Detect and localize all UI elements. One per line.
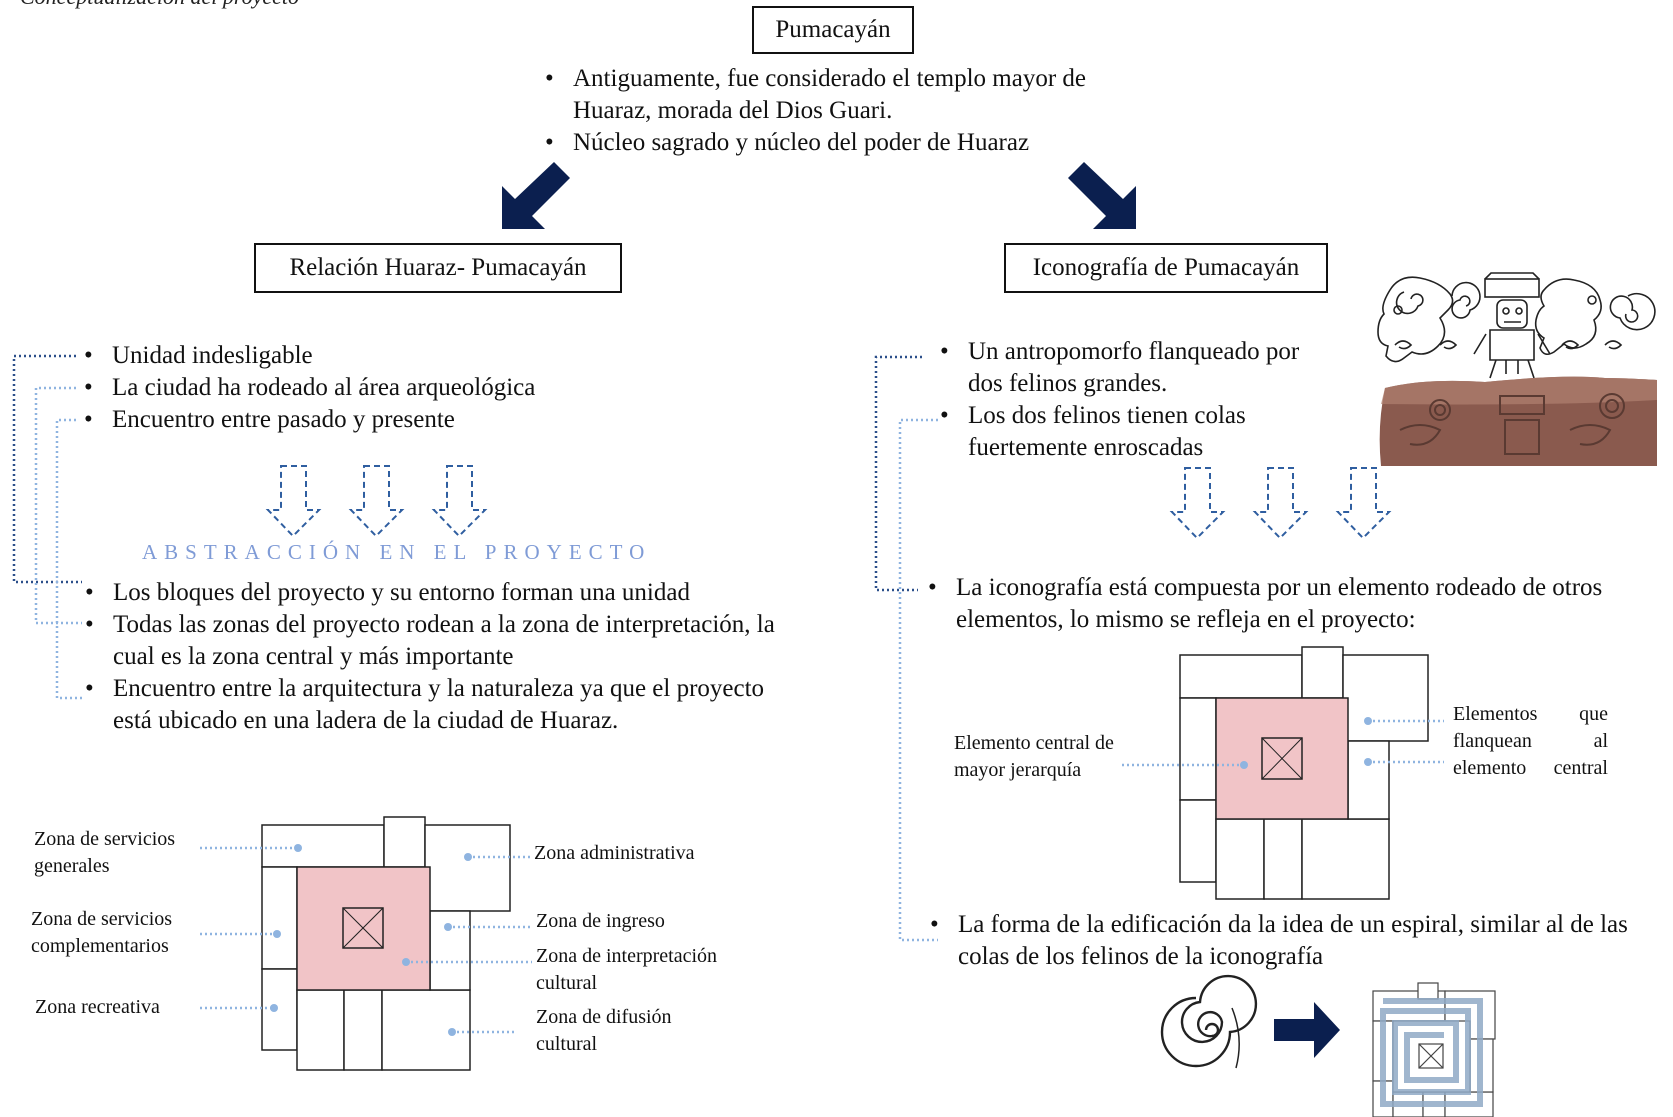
label-central-element: Elemento central de mayor jerarquía — [954, 732, 1114, 781]
label-flank-elements: Elementos que flanquean al elemento cent… — [1453, 703, 1608, 779]
label-ingreso: Zona de ingreso — [536, 910, 665, 932]
right-plan-leader-dots — [1240, 717, 1372, 769]
left-abstraction-arrows — [265, 465, 488, 538]
right-abstraction-arrows — [1169, 467, 1392, 540]
spiral-plan-drawing — [1372, 982, 1496, 1117]
label-administrativa: Zona administrativa — [534, 842, 695, 864]
label-difusion: Zona de difusión cultural — [536, 1006, 672, 1055]
spiral-transform-arrow — [1274, 1002, 1340, 1058]
list-item: Núcleo sagrado y núcleo del poder de Hua… — [543, 127, 1143, 159]
list-item: Unidad indesligable — [82, 340, 682, 372]
relacion-title-box: Relación Huaraz- Pumacayán — [254, 243, 622, 293]
right-top-bullets: Un antropomorfo flanqueado por dos felin… — [938, 336, 1338, 464]
arrow-right-down — [1068, 162, 1136, 229]
right-bottom-bullet: La forma de la edificación da la idea de… — [928, 909, 1633, 973]
list-item: Los dos felinos tienen colas fuertemente… — [938, 400, 1338, 464]
iconografia-title-box: Iconografía de Pumacayán — [1004, 243, 1328, 293]
stone-relief-image — [1379, 376, 1657, 466]
left-plan-leader-dots — [270, 844, 472, 1036]
arrow-left-down — [502, 162, 570, 229]
list-item: Encuentro entre la arquitectura y la nat… — [83, 673, 783, 737]
right-floor-plan — [1179, 646, 1429, 900]
list-item: La ciudad ha rodeado al área arqueológic… — [82, 372, 682, 404]
left-top-bullets: Unidad indesligable La ciudad ha rodeado… — [82, 340, 682, 436]
relacion-title: Relación Huaraz- Pumacayán — [289, 254, 587, 281]
left-bracket-outer — [12, 354, 82, 584]
right-plan-leaders — [1122, 719, 1444, 767]
label-recreativa: Zona recreativa — [35, 996, 160, 1018]
list-item: Antiguamente, fue considerado el templo … — [543, 63, 1143, 127]
left-floor-plan — [261, 816, 511, 1071]
list-item: Un antropomorfo flanqueado por dos felin… — [938, 336, 1338, 400]
pumacayan-title: Pumacayán — [775, 16, 891, 43]
right-bracket-lines — [874, 355, 938, 942]
list-item: La forma de la edificación da la idea de… — [928, 909, 1633, 973]
list-item: Los bloques del proyecto y su entorno fo… — [83, 577, 783, 609]
figure-caption: Conceptualización del proyecto — [20, 0, 299, 10]
label-interpretacion: Zona de interpretación cultural — [536, 945, 718, 994]
iconography-drawing — [1377, 272, 1656, 379]
list-item: Encuentro entre pasado y presente — [82, 404, 682, 436]
left-bracket-inner — [34, 386, 82, 700]
top-bullets: Antiguamente, fue considerado el templo … — [543, 63, 1143, 159]
pumacayan-title-box: Pumacayán — [752, 6, 914, 54]
iconografia-title: Iconografía de Pumacayán — [1032, 254, 1300, 281]
left-bottom-bullets: Los bloques del proyecto y su entorno fo… — [83, 577, 783, 737]
list-item: Todas las zonas del proyecto rodean a la… — [83, 609, 783, 673]
right-middle-bullet: La iconografía está compuesta por un ele… — [926, 572, 1671, 636]
abstraction-label: ABSTRACCIÓN EN EL PROYECTO — [142, 540, 652, 564]
label-servicios-complementarios: Zona de servicios complementarios — [31, 908, 173, 957]
left-plan-leaders — [200, 846, 532, 1034]
label-servicios-generales: Zona de servicios generales — [34, 828, 176, 877]
list-item: La iconografía está compuesta por un ele… — [926, 572, 1671, 636]
spiral-icon — [1160, 974, 1258, 1069]
